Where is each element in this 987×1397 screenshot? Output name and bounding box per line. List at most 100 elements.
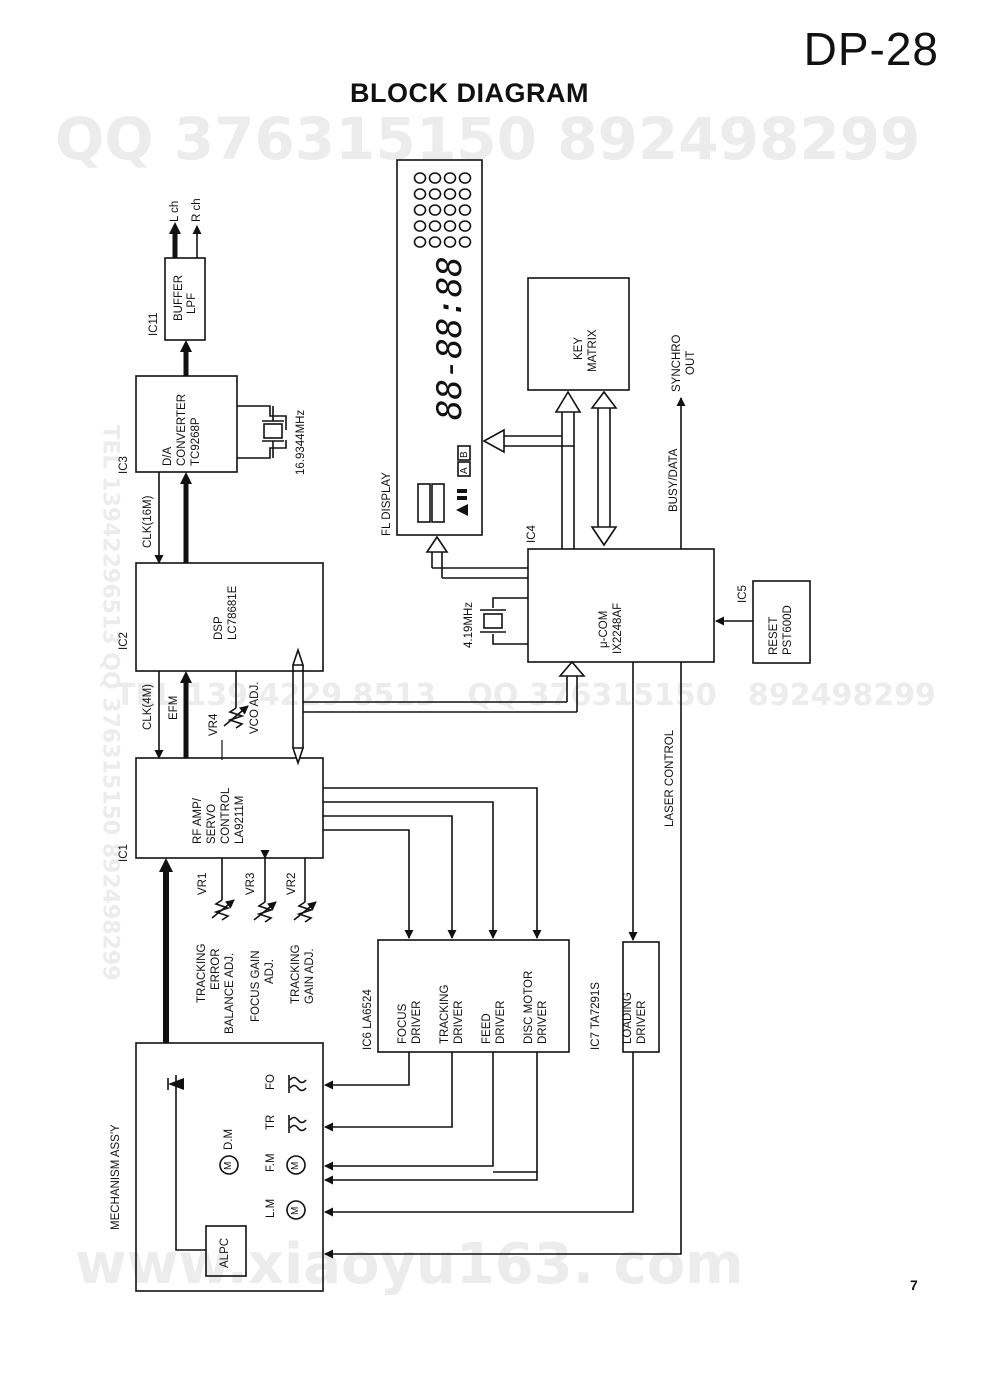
efm-label: EFM bbox=[168, 695, 180, 720]
model-number: DP-28 bbox=[803, 23, 939, 75]
watermark-bottom: www.xiaoyu163. com bbox=[75, 1232, 744, 1297]
vr4-label: VR4 bbox=[208, 713, 220, 736]
te-line2: ERROR bbox=[210, 948, 222, 990]
clk4-label: CLK(4M) bbox=[142, 683, 154, 730]
alpc-box bbox=[205, 1225, 247, 1277]
ic6-focus1: FOCUS bbox=[397, 1003, 409, 1044]
ic4-fl-key-bus bbox=[482, 390, 618, 549]
fl-seg-a-box bbox=[457, 461, 471, 477]
tg-line2: GAIN ADJ. bbox=[304, 948, 316, 1004]
clk16-label: CLK(16M) bbox=[142, 495, 154, 548]
fg-line1: FOCUS GAIN bbox=[250, 950, 262, 1022]
ic4-to-fl-lines bbox=[425, 535, 528, 579]
motor-lm bbox=[286, 1200, 306, 1220]
ic5-box bbox=[752, 580, 811, 664]
fl-dot bbox=[413, 172, 427, 184]
motor-lm-glyph: M bbox=[290, 1206, 301, 1215]
motor-fm bbox=[286, 1155, 306, 1175]
laser-diode-symbol bbox=[167, 1075, 206, 1251]
coil-tr bbox=[288, 1115, 307, 1133]
xtal1-wiring bbox=[237, 405, 287, 430]
ic11-name: BUFFER bbox=[173, 275, 185, 321]
ic1-line3: CONTROL bbox=[220, 787, 232, 844]
watermark-middle: TEL 139 4229 8513 QQ 376315150 892498299 bbox=[115, 678, 936, 713]
xtal1-label: 16.9344MHz bbox=[295, 409, 307, 475]
fl-dot bbox=[413, 220, 427, 232]
ic5-name: RESET bbox=[768, 616, 780, 655]
fm-label: F.M bbox=[265, 1153, 277, 1172]
xtal1-wiring-b bbox=[237, 440, 287, 459]
efm-arrowhead bbox=[180, 671, 192, 683]
motor-dm-glyph: M bbox=[223, 1161, 234, 1170]
ic7-line2: DRIVER bbox=[636, 1000, 648, 1044]
ic7-ref: IC7 TA7291S bbox=[590, 982, 602, 1050]
vr3-symbol bbox=[253, 850, 277, 923]
ic5-part: PST600D bbox=[782, 605, 794, 655]
ic2-box bbox=[135, 562, 324, 672]
ic3-part: TC9268P bbox=[190, 417, 202, 466]
synchro-out-label: OUT bbox=[685, 350, 697, 375]
ic5-ref: IC5 bbox=[737, 585, 749, 603]
ic1-box bbox=[135, 757, 324, 859]
fl-dot bbox=[443, 220, 457, 232]
ic1-part: LA9211M bbox=[234, 795, 246, 844]
dm-label: D.M bbox=[223, 1128, 235, 1150]
ic6-ref: IC6 LA6524 bbox=[362, 989, 374, 1050]
lch-label: L ch bbox=[169, 200, 181, 222]
vr1-symbol bbox=[211, 858, 235, 921]
fg-line2: ADJ. bbox=[264, 959, 276, 984]
ic2-part: LC78681E bbox=[227, 585, 239, 640]
vr2-label: VR2 bbox=[286, 872, 298, 895]
ic6-feed1: FEED bbox=[481, 1013, 493, 1044]
fl-dot bbox=[413, 204, 427, 216]
fl-dot bbox=[458, 172, 472, 184]
ic6-feed2: DRIVER bbox=[495, 1000, 507, 1044]
ic11-box bbox=[164, 257, 206, 341]
key-matrix-box bbox=[527, 277, 630, 391]
coil-fo bbox=[288, 1075, 307, 1093]
fl-dot bbox=[413, 236, 427, 248]
fl-play-pause-icon bbox=[456, 489, 468, 516]
fl-dot bbox=[443, 236, 457, 248]
ic11-sub: LPF bbox=[186, 292, 198, 314]
vr2-symbol bbox=[293, 858, 317, 923]
rch-label: R ch bbox=[191, 198, 203, 222]
ic4-box bbox=[527, 548, 715, 663]
ic1-line2: SERVO bbox=[206, 803, 218, 844]
ic3-line1: D/A bbox=[162, 446, 174, 466]
ic2-ref: IC2 bbox=[118, 632, 130, 650]
key-line1: KEY bbox=[573, 336, 585, 360]
vr4-resistor bbox=[227, 707, 245, 729]
ic6-focus2: DRIVER bbox=[411, 1000, 423, 1044]
fl-dot-matrix bbox=[413, 172, 472, 248]
fl-dot bbox=[458, 236, 472, 248]
ic1-to-ic6-lines bbox=[323, 787, 542, 939]
ic4-part: IX2248AF bbox=[612, 602, 624, 654]
fl-bar-segments bbox=[417, 483, 445, 523]
motor-fm-glyph: M bbox=[290, 1161, 301, 1170]
fl-display-label: FL DISPLAY bbox=[381, 472, 393, 536]
xtal2-wiring-b bbox=[492, 634, 528, 645]
laser-control-line bbox=[324, 662, 682, 1259]
data-bus-ic1-ic2-ic4 bbox=[291, 647, 586, 766]
fl-dot bbox=[413, 188, 427, 200]
alpc-label: ALPC bbox=[219, 1237, 231, 1268]
fl-dot bbox=[428, 172, 442, 184]
ic3-to-ic11-arrowhead bbox=[180, 340, 192, 352]
fl-display-box bbox=[396, 159, 483, 536]
ic6-track1: TRACKING bbox=[439, 984, 451, 1044]
ic6-box bbox=[377, 939, 570, 1053]
ic1-ref: IC1 bbox=[118, 844, 130, 862]
tg-line1: TRACKING bbox=[290, 944, 302, 1004]
busy-data-label: BUSY/DATA bbox=[668, 448, 680, 512]
ic2-name: DSP bbox=[213, 616, 225, 640]
ic6-track2: DRIVER bbox=[453, 1000, 465, 1044]
vr4-wiper bbox=[223, 705, 249, 727]
ic6-disc1: DISC MOTOR bbox=[523, 970, 535, 1044]
ic2-to-ic3-arrowhead bbox=[180, 472, 192, 484]
rf-signal-arrowhead bbox=[159, 858, 173, 872]
fl-seg-b-box bbox=[457, 445, 471, 461]
ic7-box bbox=[622, 941, 660, 1053]
